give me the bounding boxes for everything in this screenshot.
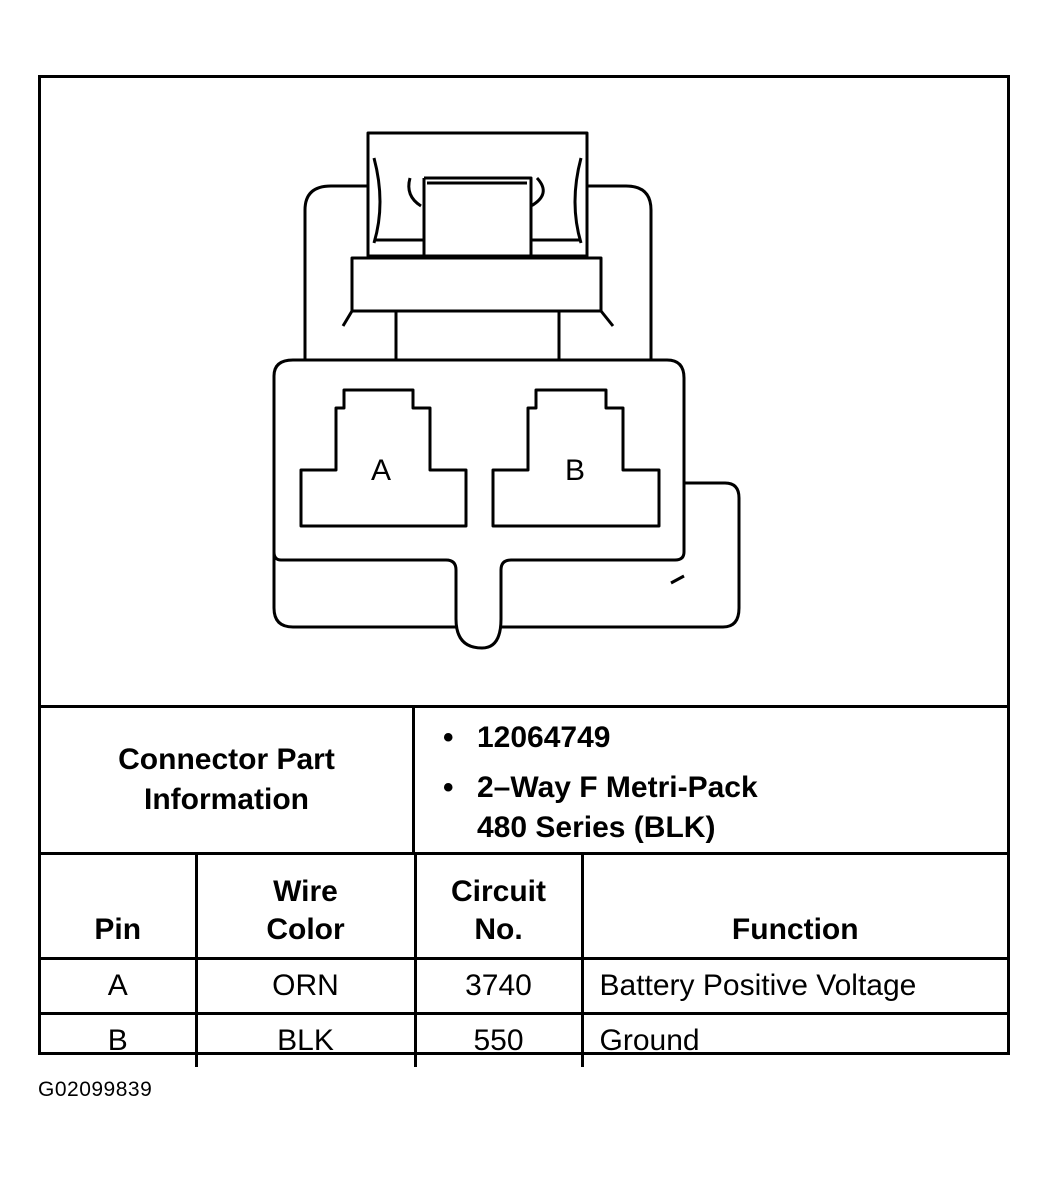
cell-circuit-no: 550 <box>413 1012 584 1067</box>
connector-part-info-label: Connector Part Information <box>41 708 415 852</box>
table-row: A ORN 3740 Battery Positive Voltage <box>41 957 1007 1015</box>
part-number-item: • 12064749 <box>443 718 611 758</box>
diagram-frame: A B Connector Part Information • 1206474… <box>38 75 1010 1067</box>
header-function: Function <box>580 855 1007 960</box>
table-row: B BLK 550 Ground <box>41 1012 1007 1067</box>
connector-part-info: Connector Part Information • 12064749 • … <box>41 705 1007 852</box>
pin-label-a: A <box>371 454 391 487</box>
cell-function: Battery Positive Voltage <box>580 957 1007 1015</box>
part-description-line1: 2–Way F Metri-Pack <box>477 771 758 804</box>
cell-pin: B <box>41 1012 198 1067</box>
header-pin: Pin <box>41 855 198 960</box>
connector-face-drawing: A B <box>41 78 1007 705</box>
table-header-row: Pin Wire Color Circuit No. Function <box>41 855 1007 960</box>
pin-cavity-a <box>299 388 468 528</box>
header-wire-color: Wire Color <box>194 855 417 960</box>
part-description-item: • 2–Way F Metri-Pack 480 Series (BLK) <box>443 768 758 848</box>
part-number: 12064749 <box>477 721 611 754</box>
diagram-id: G02099839 <box>38 1078 153 1101</box>
info-label-line1: Connector Part <box>118 743 335 776</box>
cell-pin: A <box>41 957 198 1015</box>
connector-latch <box>366 131 589 258</box>
connector-body <box>272 358 741 650</box>
bullet-icon: • <box>443 771 454 804</box>
connector-shroud <box>303 184 653 360</box>
cell-function: Ground <box>580 1012 1007 1067</box>
pin-label-b: B <box>565 454 585 487</box>
pin-cavity-b <box>491 388 661 528</box>
cell-wire-color: ORN <box>194 957 417 1015</box>
cell-circuit-no: 3740 <box>413 957 584 1015</box>
header-circuit-no: Circuit No. <box>413 855 584 960</box>
info-label-line2: Information <box>143 783 309 816</box>
cell-wire-color: BLK <box>194 1012 417 1067</box>
connector-svg: A B <box>272 131 741 650</box>
part-description-line2: 480 Series (BLK) <box>477 811 716 844</box>
bullet-icon: • <box>443 721 454 754</box>
part-info-list: • 12064749 • 2–Way F Metri-Pack 480 Seri… <box>415 708 1007 852</box>
pinout-table: Pin Wire Color Circuit No. Function A OR… <box>41 852 1007 1067</box>
